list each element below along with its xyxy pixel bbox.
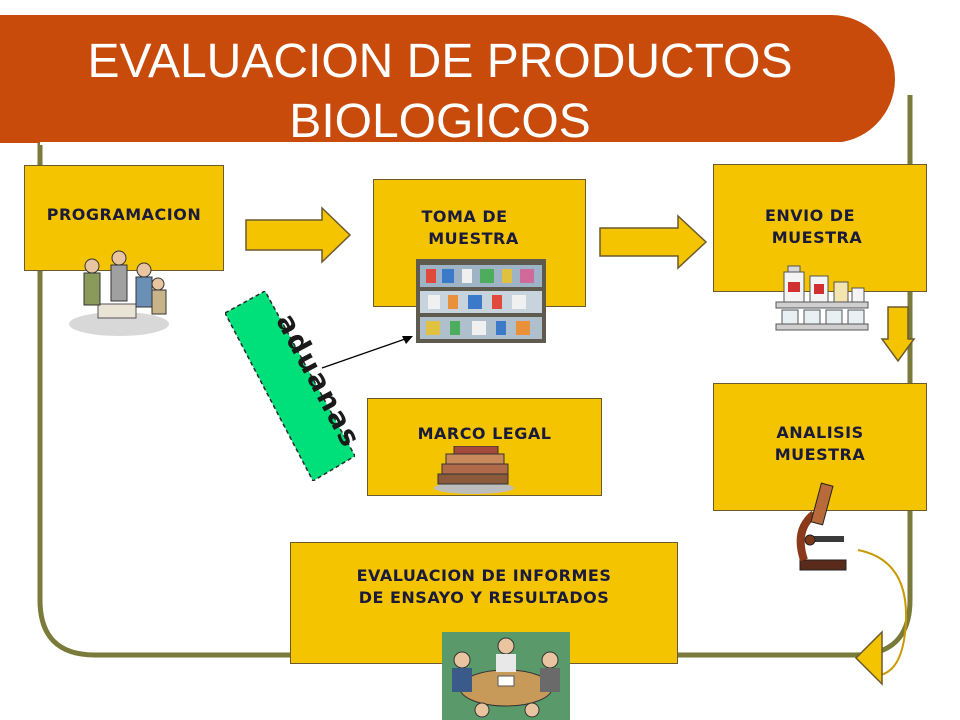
box-envio-line1: ENVIO DE [764, 206, 856, 225]
box-toma-line1: TOMA DE [421, 207, 508, 226]
box-evaluacion-line2: DE ENSAYO Y RESULTADOS [358, 588, 610, 607]
box-evaluacion-line1: EVALUACION DE INFORMES [356, 566, 612, 585]
aduanas-label: aduanas [225, 291, 368, 481]
title-bar: EVALUACION DE PRODUCTOS BIOLOGICOS [0, 15, 895, 148]
title-underline [40, 142, 848, 145]
arrow-down-icon [880, 306, 916, 363]
box-programacion-label: PROGRAMACION [46, 205, 202, 224]
pharmacy-shelves-icon [416, 259, 546, 343]
arrow-right-icon [245, 206, 352, 264]
microscope-icon [796, 482, 847, 571]
aduanas-shape [225, 291, 355, 481]
arrow-right-icon [599, 214, 708, 270]
box-toma-line2: MUESTRA [428, 229, 519, 248]
title-line-1: EVALUACION DE PRODUCTOS [87, 35, 793, 88]
curved-arrow-icon [854, 549, 908, 686]
page-title: EVALUACION DE PRODUCTOS BIOLOGICOS [40, 32, 840, 152]
meeting-icon [442, 632, 570, 720]
pointer-arrow [321, 336, 413, 369]
business-team-icon [69, 250, 169, 336]
box-analisis-line2: MUESTRA [774, 445, 866, 464]
box-analisis-line1: ANALISIS [776, 423, 864, 442]
medicine-bottles-icon [775, 265, 869, 331]
books-icon [434, 446, 514, 494]
box-marco-legal-label: MARCO LEGAL [417, 424, 552, 443]
title-line-2: BIOLOGICOS [289, 95, 591, 148]
box-envio-muestra: ENVIO DE MUESTRA [713, 164, 927, 292]
box-envio-line2: MUESTRA [771, 228, 863, 247]
